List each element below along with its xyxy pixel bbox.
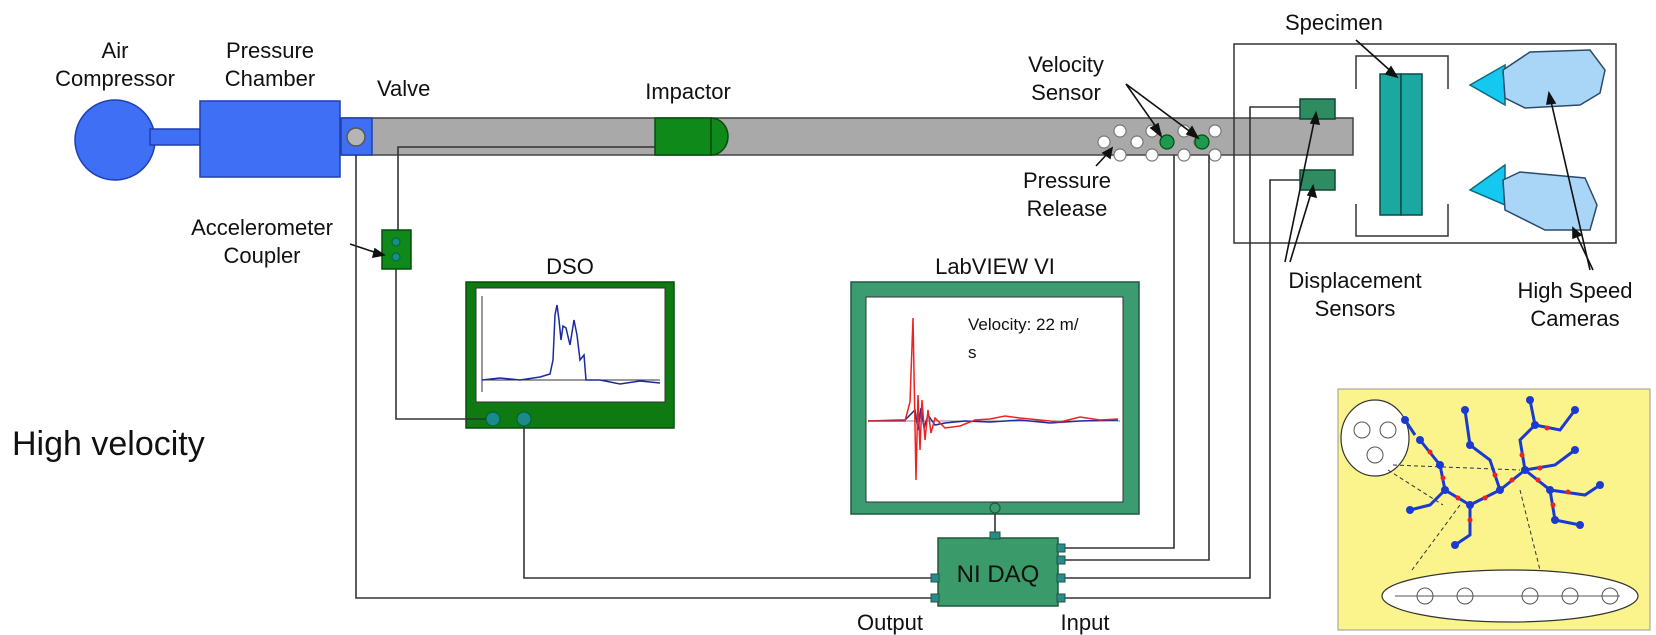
accelerometer-arrow — [349, 243, 387, 259]
high-speed-cameras-label-1: High Speed — [1518, 278, 1633, 303]
displacement-sensors-label-2: Sensors — [1315, 296, 1396, 321]
dso-label: DSO — [546, 254, 594, 279]
valve-label: Valve — [377, 76, 430, 101]
labview-label: LabVIEW VI — [935, 254, 1055, 279]
high-velocity-title: High velocity — [12, 425, 205, 463]
camera-arrows — [1546, 90, 1594, 271]
air-compressor-label-1: Air — [102, 38, 129, 63]
ni-daq-label: NI DAQ — [957, 561, 1040, 588]
impactor-label: Impactor — [645, 79, 731, 104]
high-speed-camera-bottom — [1468, 163, 1598, 231]
velocity-readout-line-2: s — [968, 343, 977, 362]
pressure-release-label-1: Pressure — [1023, 168, 1111, 193]
displacement-sensor-arrows — [1284, 110, 1321, 263]
accelerometer-coupler-label-2: Coupler — [223, 243, 300, 268]
specimen-label: Specimen — [1285, 10, 1383, 35]
labview-monitor — [850, 281, 1140, 515]
specimen-arrow — [1355, 39, 1399, 79]
test-chamber — [1233, 43, 1617, 244]
pressure-chamber-label-2: Chamber — [225, 66, 315, 91]
pressure-release-arrow — [1095, 146, 1114, 167]
labview-connector — [989, 502, 1001, 514]
pressure-release-label-2: Release — [1027, 196, 1108, 221]
velocity-sensor-label-2: Sensor — [1031, 80, 1101, 105]
velocity-readout-line-1: Velocity: 22 m/ — [968, 315, 1079, 334]
velocity-sensor-label-1: Velocity — [1028, 52, 1104, 77]
air-compressor-label-2: Compressor — [55, 66, 175, 91]
accelerometer-coupler-label-1: Accelerometer — [191, 215, 333, 240]
specimen-fixture — [1355, 55, 1449, 237]
ni-daq — [930, 531, 1066, 607]
valve — [340, 117, 373, 156]
output-label: Output — [857, 610, 923, 635]
pressure-chamber-label-1: Pressure — [226, 38, 314, 63]
molecule-inset — [1337, 388, 1651, 631]
wiring — [355, 106, 1300, 599]
input-label: Input — [1061, 610, 1110, 635]
displacement-sensor-bottom — [1299, 169, 1336, 191]
high-speed-camera-top — [1468, 49, 1606, 109]
accelerometer-coupler — [381, 229, 412, 270]
displacement-sensors-label-1: Displacement — [1288, 268, 1421, 293]
dso-monitor — [465, 281, 675, 429]
high-speed-cameras-label-2: Cameras — [1530, 306, 1619, 331]
air-compressor — [74, 99, 201, 181]
specimen — [1379, 73, 1423, 216]
pressure-chamber — [199, 100, 341, 178]
velocity-sensor-arrows — [1125, 83, 1200, 140]
impactor — [654, 117, 729, 156]
